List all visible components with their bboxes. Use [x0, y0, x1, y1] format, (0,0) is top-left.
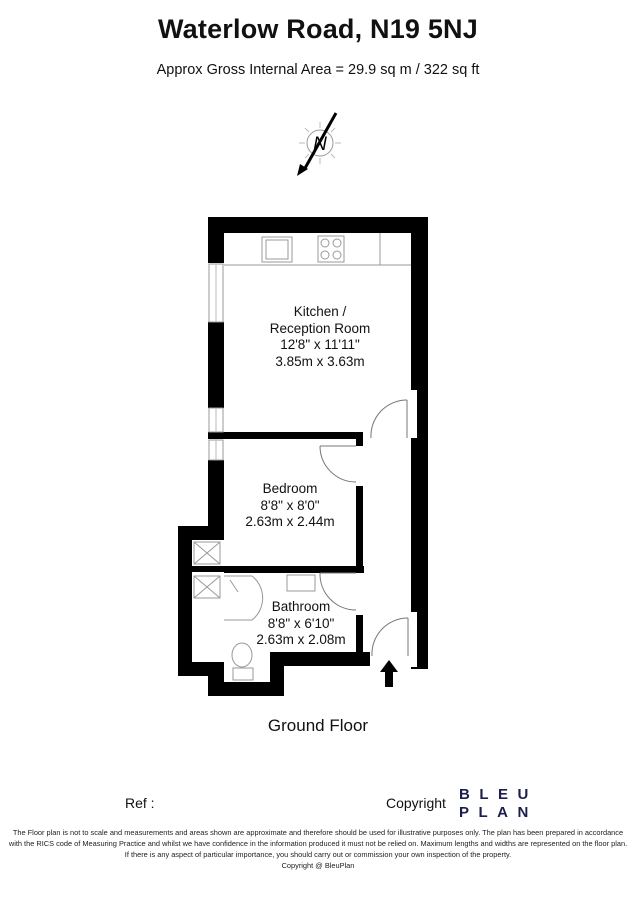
copyright-label: Copyright — [386, 795, 446, 811]
entrance-arrow-icon — [380, 660, 398, 687]
north-arrow-icon: N — [297, 112, 341, 176]
floor-label: Ground Floor — [267, 716, 369, 735]
room-bathroom: Bathroom 8'8" x 6'10" 2.63m x 2.08m — [256, 599, 346, 647]
bleuplan-logo: BLEU PLAN — [459, 786, 538, 821]
compass-letter: N — [313, 134, 327, 155]
room-bedroom: Bedroom 8'8" x 8'0" 2.63m x 2.44m — [245, 481, 335, 529]
room-kitchen-reception: Kitchen / Reception Room 12'8" x 11'11" … — [269, 304, 371, 369]
page-title: Waterlow Road, N19 5NJ — [158, 14, 478, 44]
ref-label: Ref : — [125, 795, 155, 811]
area-subtitle: Approx Gross Internal Area = 29.9 sq m /… — [156, 62, 480, 78]
disclaimer: The Floor plan is not to scale and measu… — [8, 828, 628, 870]
